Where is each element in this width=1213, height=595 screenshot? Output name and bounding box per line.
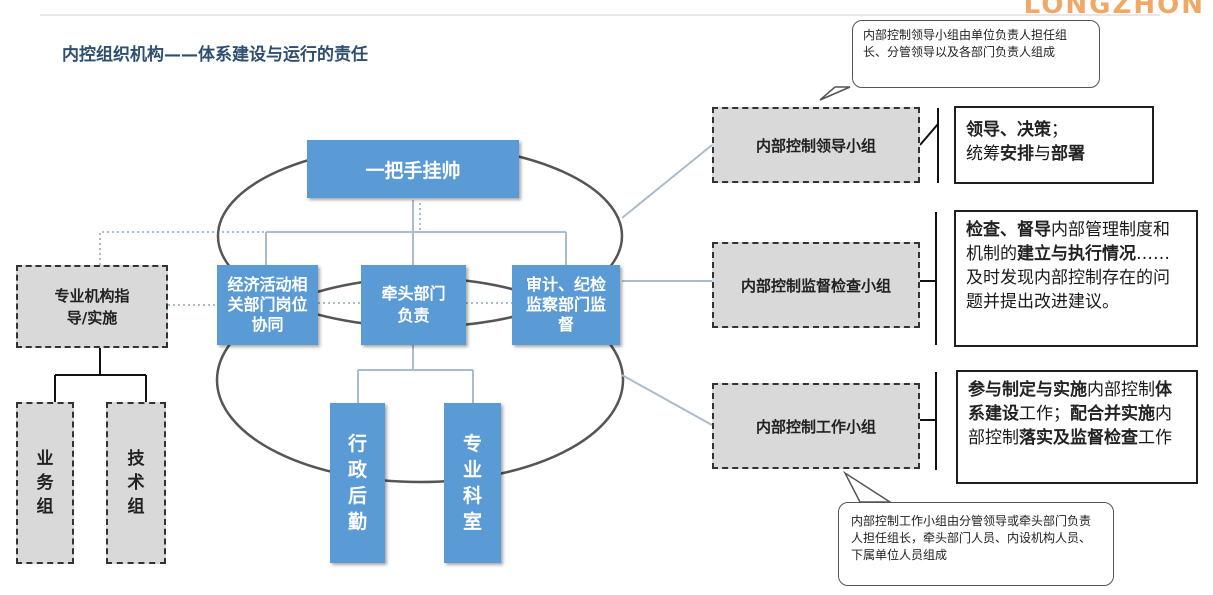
desc-work-b3: 配合并实施	[1070, 404, 1155, 424]
group-work: 内部控制工作小组	[712, 383, 920, 469]
page-title: 内控组织机构——体系建设与运行的责任	[62, 45, 368, 65]
group-supervision: 内部控制监督检查小组	[712, 242, 920, 328]
group-connectors	[621, 144, 713, 426]
node-econ-depts: 经济活动相关部门岗位协同	[217, 265, 318, 345]
tree-connectors-top	[265, 200, 567, 265]
node-admin: 行政后勤	[330, 403, 385, 563]
brand-logo: LONGZHON	[1023, 0, 1205, 20]
dotted-connectors	[99, 200, 512, 306]
desc-leadership-t3: 与	[1034, 144, 1051, 164]
desc-work-b1: 参与制定与实施	[968, 380, 1087, 400]
node-pro-org: 专业机构指导/实施	[16, 265, 168, 348]
desc-supervision-t1: 内部管理制度和机制的	[966, 220, 1170, 264]
callout-leadership: 内部控制领导小组由单位负责人担任组长、分管领导以及各部门负责人组成	[852, 20, 1100, 88]
desc-leadership: 领导、决策； 统筹安排与部署	[954, 106, 1154, 184]
top-callout-tail	[819, 86, 851, 101]
desc-supervision-t2: ……及时发现内部控制存在的问题并提出改进建议。	[966, 244, 1170, 312]
node-biz-group: 业务组	[16, 402, 74, 564]
desc-work-t4: 工作	[1138, 428, 1172, 448]
desc-work-t1: 内部控制	[1087, 380, 1155, 400]
group-leadership: 内部控制领导小组	[712, 107, 920, 183]
desc-supervision: 检查、督导内部管理制度和机制的建立与执行情况……及时发现内部控制存在的问题并提出…	[954, 210, 1198, 347]
desc-leadership-b3: 部署	[1051, 144, 1085, 164]
desc-work-b4: 落实及监督检查	[1019, 428, 1138, 448]
desc-work: 参与制定与实施内部控制体系建设工作；配合并实施内部控制落实及监督检查工作	[956, 370, 1198, 484]
desc-leadership-b2: 安排	[1000, 144, 1034, 164]
bottom-callout-tail	[843, 470, 893, 503]
node-lead-dept: 牵头部门负责	[361, 265, 466, 345]
callout-work: 内部控制工作小组由分管领导或牵头部门负责人担任组长，牵头部门人员、内设机构人员、…	[838, 502, 1114, 586]
group-brackets	[918, 108, 939, 470]
desc-work-t3: 内部控制	[968, 404, 1172, 448]
desc-supervision-b1: 检查、督导	[966, 220, 1051, 240]
pro-org-connectors	[54, 348, 147, 402]
desc-leadership-b1: 领导、决策	[966, 120, 1051, 140]
desc-work-t2: 工作；	[1019, 404, 1070, 424]
desc-leadership-t1: ；	[1051, 120, 1068, 140]
node-top-leader: 一把手挂帅	[307, 140, 519, 198]
node-audit: 审计、纪检监察部门监督	[512, 265, 620, 345]
desc-supervision-b2: 建立与执行情况	[1017, 244, 1136, 264]
tree-connectors-bottom	[357, 345, 474, 403]
desc-leadership-t2: 统筹	[966, 144, 1000, 164]
desc-work-b2: 体系建设	[968, 380, 1172, 424]
node-tech-group: 技术组	[106, 402, 166, 564]
node-special: 专业科室	[444, 403, 501, 563]
